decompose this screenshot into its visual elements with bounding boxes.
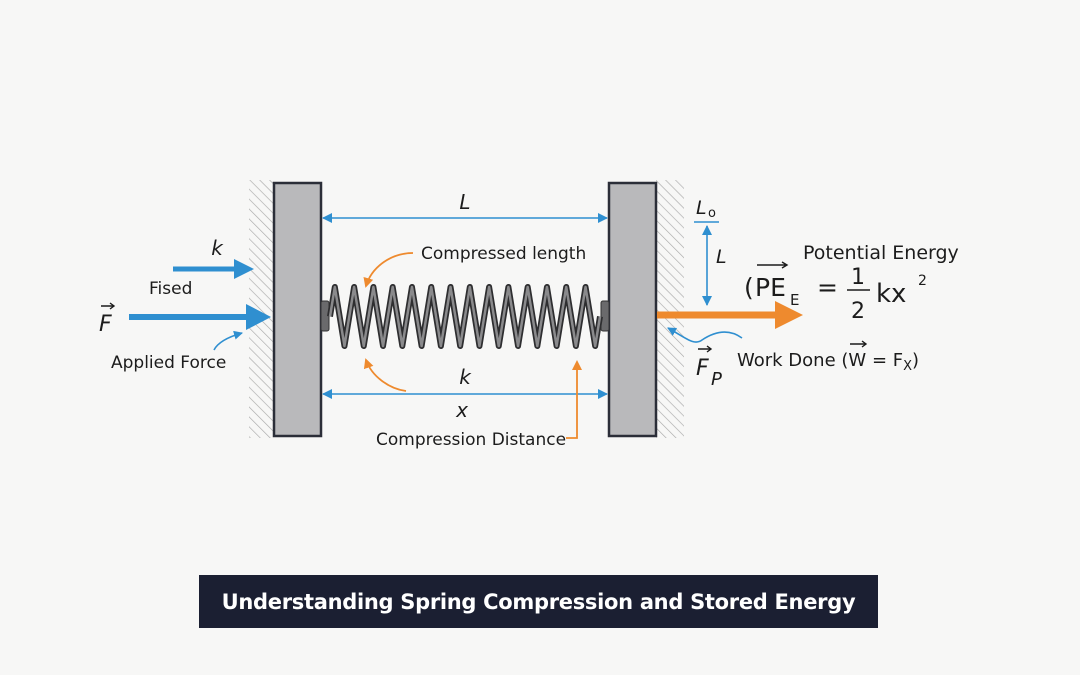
force-vector-arrow-mark xyxy=(101,302,116,310)
caption-banner: Understanding Spring Compression and Sto… xyxy=(199,575,878,628)
square-exponent: 2 xyxy=(918,273,927,289)
work-done-label: Work Done (W = FX) xyxy=(737,350,919,374)
fp-vector-label: F xyxy=(696,356,709,381)
L-right-label: L xyxy=(716,246,727,268)
fraction-numerator: 1 xyxy=(851,265,865,290)
applied-force-pointer xyxy=(213,330,243,351)
right-plate xyxy=(607,181,658,438)
spring-coil-highlight xyxy=(328,285,602,348)
work-close: ) xyxy=(912,350,919,371)
compressed-length-label: Compressed length xyxy=(421,244,586,264)
left-plate xyxy=(272,181,323,438)
right-wall-hatch xyxy=(656,180,684,438)
spring xyxy=(327,284,603,349)
force-vector-label: F xyxy=(99,312,112,337)
work-sub: X xyxy=(903,359,912,374)
pe-open-paren: ( xyxy=(744,273,754,302)
length-label: L xyxy=(459,190,470,214)
fp-subscript: P xyxy=(711,369,722,390)
work-done-prefix: Work Done ( xyxy=(737,350,848,371)
spring-constant-label-top: k xyxy=(211,236,224,260)
spring-constant-label-bottom: k xyxy=(459,365,472,389)
compressed-length-arrow xyxy=(363,252,414,288)
compression-distance-label: Compression Distance xyxy=(376,430,566,450)
work-eq: = F xyxy=(866,350,903,371)
fp-vector-arrow-mark xyxy=(698,345,713,353)
spring-force-arrowhead xyxy=(775,301,803,329)
L0-label: L xyxy=(696,197,707,219)
kx-term: kx xyxy=(876,279,906,309)
spring-end-cap-right xyxy=(600,300,610,332)
fraction-denominator: 2 xyxy=(851,299,865,324)
lower-left-curved-arrow xyxy=(363,358,407,392)
compression-distance-arrow xyxy=(566,360,582,439)
work-w: W xyxy=(848,350,866,371)
pe-subscript: E xyxy=(790,291,799,309)
fised-label: Fised xyxy=(149,279,192,299)
fixed-force-arrowhead xyxy=(234,259,254,279)
compression-x-label: x xyxy=(455,398,468,422)
caption-text: Understanding Spring Compression and Sto… xyxy=(221,589,856,614)
pe-vector-arrow-mark xyxy=(757,261,789,269)
pe-equals: = xyxy=(817,273,838,302)
applied-force-label: Applied Force xyxy=(111,353,226,373)
work-vector-arrow-mark xyxy=(850,340,868,348)
pe-symbol: PE xyxy=(755,273,786,302)
work-pointer-arrow xyxy=(667,327,743,343)
potential-energy-title: Potential Energy xyxy=(803,242,959,264)
L0-subscript: o xyxy=(708,206,716,221)
applied-force-arrowhead xyxy=(246,304,271,330)
